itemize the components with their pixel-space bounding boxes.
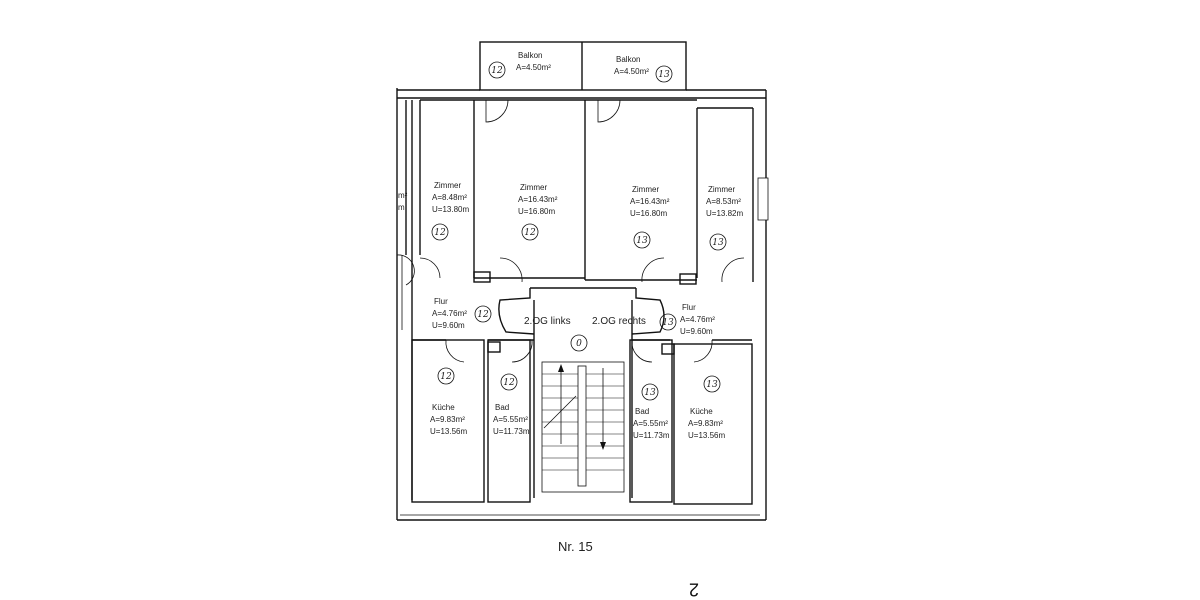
room-name: Zimmer: [708, 185, 735, 194]
room-area: A=4.50m²: [516, 63, 551, 72]
room-bad-right: 13 Bad A=5.55m² U=11.73m: [633, 383, 670, 440]
room-area: A=4.76m²: [680, 315, 715, 324]
room-area: A=9.83m²: [688, 419, 723, 428]
unit-number: 13: [658, 70, 670, 80]
unit-number: 12: [440, 372, 452, 382]
room-area: A=8.53m²: [706, 197, 741, 206]
landing-labels: 2.OG links 2.OG rechts 0: [524, 316, 646, 352]
unit-number: 13: [706, 380, 718, 390]
page-number: 2: [689, 579, 699, 599]
unit-number: 12: [524, 228, 536, 238]
room-zimmer-4: Zimmer A=8.53m² U=13.82m 13: [706, 185, 743, 251]
room-area: A=5.55m²: [633, 419, 668, 428]
cut-off-fragment-top: m²: [398, 191, 408, 200]
landing-right-label: 2.OG rechts: [592, 316, 646, 327]
room-name: Zimmer: [632, 185, 659, 194]
room-balkon-right: Balkon A=4.50m² 13: [614, 55, 673, 83]
room-balkon-left: Balkon A=4.50m² 12: [488, 51, 551, 79]
room-area: A=4.50m²: [614, 67, 649, 76]
room-perimeter: U=11.73m: [633, 431, 670, 440]
room-perimeter: U=13.56m: [688, 431, 725, 440]
room-area: A=16.43m²: [630, 197, 670, 206]
room-area: A=4.76m²: [432, 309, 467, 318]
room-perimeter: U=13.82m: [706, 209, 743, 218]
unit-number: 12: [503, 378, 515, 388]
room-name: Bad: [495, 403, 509, 412]
room-name: Küche: [432, 403, 455, 412]
room-perimeter: U=16.80m: [518, 207, 555, 216]
room-perimeter: U=9.60m: [680, 327, 713, 336]
landing-outline: [498, 287, 665, 335]
unit-number: 12: [477, 310, 489, 320]
room-name: Flur: [434, 297, 448, 306]
outer-walls: [396, 88, 769, 521]
room-area: A=9.83m²: [430, 415, 465, 424]
stair-up-arrow: [558, 364, 564, 372]
room-name: Zimmer: [520, 183, 547, 192]
room-flur-left: Flur A=4.76m² U=9.60m 12: [432, 297, 492, 330]
room-zimmer-1: Zimmer A=8.48m² U=13.80m 12: [431, 181, 469, 241]
unit-number: 13: [662, 318, 674, 328]
balconies: [479, 41, 687, 91]
room-zimmer-2: Zimmer A=16.43m² U=16.80m 12: [518, 183, 558, 241]
door-swings: [396, 99, 745, 363]
room-perimeter: U=16.80m: [630, 209, 667, 218]
landing-left-label: 2.OG links: [524, 316, 571, 327]
room-name: Zimmer: [434, 181, 461, 190]
room-flur-right: Flur A=4.76m² U=9.60m 13: [659, 303, 715, 336]
room-area: A=16.43m²: [518, 195, 558, 204]
room-bad-left: 12 Bad A=5.55m² U=11.73m: [493, 373, 530, 436]
room-perimeter: U=13.56m: [430, 427, 467, 436]
room-name: Flur: [682, 303, 696, 312]
room-name: Balkon: [616, 55, 640, 64]
room-perimeter: U=13.80m: [432, 205, 469, 214]
cut-off-fragment-bottom: m: [398, 203, 405, 212]
room-kueche-right: 13 Küche A=9.83m² U=13.56m: [688, 375, 725, 440]
unit-number: 13: [644, 388, 656, 398]
staircase: [541, 361, 625, 493]
interior-walls: [401, 99, 754, 505]
room-perimeter: U=9.60m: [432, 321, 465, 330]
room-kueche-left: 12 Küche A=9.83m² U=13.56m: [430, 367, 467, 436]
room-name: Küche: [690, 407, 713, 416]
room-perimeter: U=11.73m: [493, 427, 530, 436]
landing-number: 0: [576, 339, 582, 349]
unit-number: 13: [712, 238, 724, 248]
room-area: A=5.55m²: [493, 415, 528, 424]
unit-number: 12: [491, 66, 503, 76]
room-area: A=8.48m²: [432, 193, 467, 202]
stair-down-arrow: [600, 442, 606, 450]
room-zimmer-3: Zimmer A=16.43m² U=16.80m 13: [630, 185, 670, 249]
plan-caption: Nr. 15: [558, 539, 593, 554]
unit-number: 12: [434, 228, 446, 238]
room-name: Bad: [635, 407, 649, 416]
room-name: Balkon: [518, 51, 542, 60]
unit-number: 13: [636, 236, 648, 246]
